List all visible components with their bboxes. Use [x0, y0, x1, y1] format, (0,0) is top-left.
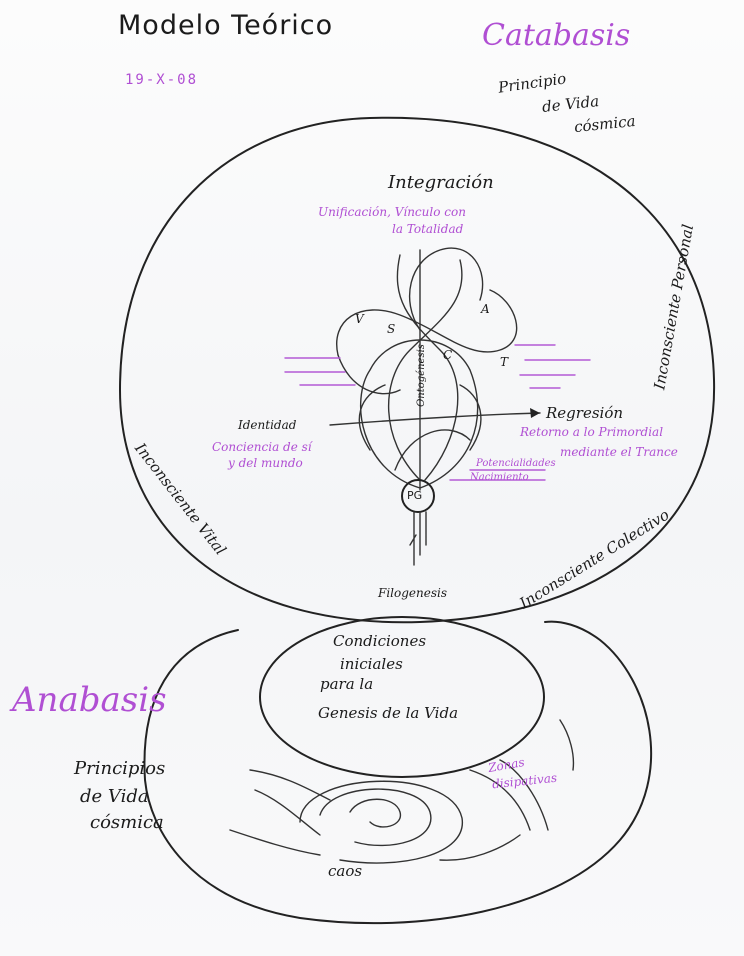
purple-arrows	[284, 344, 591, 481]
letter-t: T	[500, 355, 509, 369]
integration-sub-line1: Unificación, Vínculo con	[318, 205, 466, 219]
potentialities-note: Potencialidades	[476, 458, 556, 469]
identity-sub-line2: y del mundo	[228, 456, 303, 470]
letter-s: S	[387, 322, 396, 336]
cosmic-principles-line3: cósmica	[90, 812, 164, 833]
chaos-label: caos	[328, 862, 363, 880]
conditions-line3: para la	[320, 675, 374, 693]
anabasis-label: Anabasis	[12, 680, 167, 720]
ontogenesis-label: Ontogénesis	[415, 344, 427, 407]
pg-core	[401, 479, 435, 513]
chaos-swirls	[229, 719, 575, 864]
letter-v: V	[355, 312, 364, 326]
conditions-line2: iniciales	[340, 655, 403, 673]
conditions-line4: Genesis de la Vida	[318, 704, 459, 722]
lower-bowl	[143, 620, 653, 925]
date-label: 19-X-08	[125, 72, 199, 88]
conditions-ellipse	[259, 616, 545, 778]
pg-core-label: PG	[407, 489, 423, 502]
birth-note: Nacimiento	[470, 472, 529, 483]
regression-sub-line2: mediante el Trance	[560, 445, 678, 459]
integration-sub-line2: la Totalidad	[392, 222, 464, 236]
core-tail	[409, 511, 427, 566]
regression-sub-line1: Retorno a lo Primordial	[520, 425, 664, 439]
cosmic-principles-line2: de Vida	[80, 786, 149, 807]
helix-curves	[329, 247, 541, 491]
conditions-line1: Condiciones	[333, 632, 427, 650]
catabasis-label: Catabasis	[482, 18, 631, 53]
main-sphere	[119, 116, 716, 624]
regression-label: Regresión	[546, 404, 624, 422]
phylogenesis-label: Filogenesis	[378, 586, 447, 600]
identity-sub-line1: Conciencia de sí	[212, 440, 312, 454]
cosmic-principles-line1: Principios	[74, 758, 166, 779]
page-title: Modelo Teórico	[118, 10, 334, 41]
integration-label: Integración	[388, 172, 494, 193]
letter-a: A	[481, 302, 490, 316]
identity-label: Identidad	[238, 418, 297, 432]
letter-c: C	[443, 348, 453, 362]
